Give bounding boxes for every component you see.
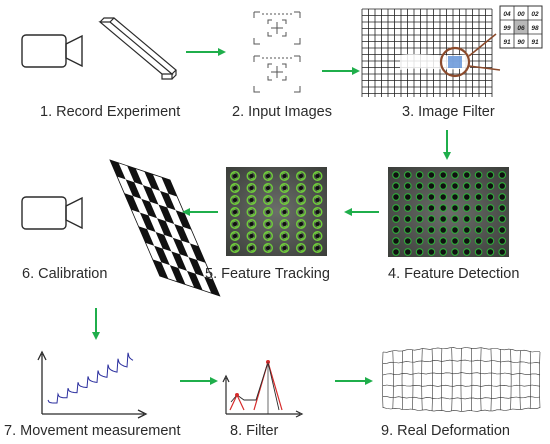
input-image-frame-1 [253, 11, 301, 45]
step-label-real-deformation: 9. Real Deformation [381, 423, 510, 439]
checkerboard-pattern [109, 159, 221, 297]
feature-tracking-image [226, 167, 327, 256]
step-label-filter: 8. Filter [230, 423, 279, 439]
beam-specimen-icon [98, 17, 177, 80]
step-label-record-experiment: 1. Record Experiment [40, 104, 181, 120]
filter-matrix-value: 99 [503, 25, 511, 32]
filter-matrix-value: 02 [531, 11, 539, 18]
input-image-frame-2 [253, 55, 301, 93]
step-label-input-images: 2. Input Images [232, 104, 332, 120]
filter-matrix-value: 91 [531, 39, 539, 46]
filter-matrix-value: 00 [517, 11, 525, 18]
filtered-grid-image [361, 8, 501, 97]
step-label-movement-measurement: 7. Movement measurement [4, 423, 181, 439]
step-label-feature-tracking: 5. Feature Tracking [205, 266, 330, 282]
flow-arrows [92, 48, 451, 385]
calibration-camera-icon [21, 196, 83, 230]
filter-matrix-value: 90 [517, 39, 525, 46]
filter-plot [222, 359, 304, 418]
filter-kernel-matrix: 04 00 02 99 06 98 91 90 91 [499, 5, 543, 49]
step-label-calibration: 6. Calibration [22, 266, 108, 282]
step-label-image-filter: 3. Image Filter [402, 104, 495, 120]
filter-matrix-value: 98 [531, 25, 539, 32]
filter-matrix-value: 06 [517, 25, 525, 32]
deformation-mesh [382, 347, 541, 412]
filter-matrix-value: 04 [503, 11, 511, 18]
feature-detection-image [388, 167, 509, 257]
filter-matrix-value: 91 [503, 39, 511, 46]
video-camera-icon [21, 34, 83, 68]
movement-plot [37, 350, 148, 419]
step-label-feature-detection: 4. Feature Detection [388, 266, 520, 282]
